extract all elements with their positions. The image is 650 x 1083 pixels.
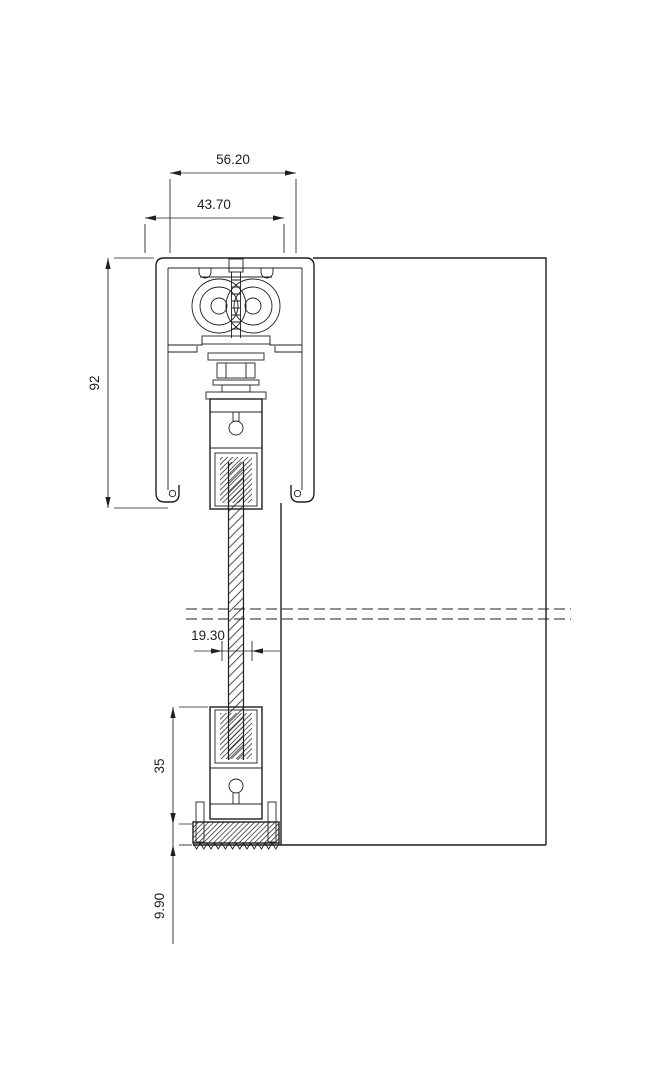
dimension-label-35: 35: [152, 758, 167, 773]
dimension-label-92: 92: [87, 375, 102, 390]
glass-hatch: [228, 462, 244, 760]
bolt-thread-ticks: [231, 279, 241, 330]
bottom-gasket-hatch: [220, 713, 252, 759]
top-screw-channel-slot: [232, 412, 240, 421]
roller-carriage: [191, 258, 281, 338]
screw-bosses: [198, 268, 274, 279]
hanger-plate-lower: [207, 352, 265, 361]
dimension-9-90: 9.90: [152, 813, 192, 944]
arrowhead-left: [211, 648, 222, 654]
arrowhead-left: [170, 170, 181, 176]
right-roller-rim: [233, 286, 273, 326]
extension-lines: [179, 706, 208, 825]
arrowhead-left: [145, 215, 156, 221]
dimension-label-56-20: 56.20: [216, 152, 250, 167]
bottom-clamp-body: [209, 706, 263, 820]
track-outer-shell: [155, 257, 315, 503]
arrowhead-top: [170, 707, 176, 718]
arrowhead-top: [105, 258, 111, 269]
dimension-label-9-90: 9.90: [152, 893, 167, 919]
track-inner-walls: [167, 267, 303, 490]
bottom-screw-channel-slot: [232, 793, 240, 804]
track-left-hook: [168, 489, 177, 498]
arrowhead-bottom: [170, 845, 176, 856]
arrowhead-top: [170, 813, 176, 824]
bottom-screw-channel: [228, 778, 244, 794]
dimension-label-43-70: 43.70: [197, 197, 231, 212]
dimension-43-70: 43.70: [144, 197, 285, 253]
nut-facets: [225, 363, 247, 378]
extension-lines: [144, 224, 285, 253]
spacer: [221, 384, 251, 393]
hanger-plate-upper: [201, 335, 271, 345]
dimension-35: 35: [152, 706, 208, 825]
top-track-profile: [155, 257, 315, 503]
dimension-19-30: 19.30: [191, 628, 280, 661]
anchor-strip-hatch: [193, 822, 279, 843]
bottom-clamp-profile: [209, 706, 263, 820]
floor-guide-profile: [192, 801, 280, 850]
dimension-92: 92: [87, 257, 168, 509]
suspension-bolt-rod: [231, 272, 241, 338]
extension-lines: [221, 641, 253, 661]
bottom-gasket-pocket: [214, 709, 258, 764]
anchor-teeth: [192, 842, 280, 850]
left-roller-rim: [199, 286, 239, 326]
adjustment-nut: [216, 362, 256, 379]
top-screw-channel: [228, 420, 244, 436]
washer: [212, 379, 260, 386]
track-right-hook: [293, 489, 302, 498]
clamp-top-flange: [205, 391, 267, 400]
left-roller-hub: [210, 297, 228, 315]
right-roller-outer: [225, 278, 281, 334]
arrowhead-bottom: [105, 497, 111, 508]
track-bottom-flanges: [168, 339, 302, 353]
wall-outline: [313, 257, 547, 845]
dimension-label-19-30: 19.30: [191, 628, 225, 643]
arrowhead-right: [273, 215, 284, 221]
suspension-bolt-head: [228, 258, 244, 273]
right-roller-hub: [244, 297, 262, 315]
dimension-56-20: 56.20: [169, 152, 297, 253]
left-roller-outer: [191, 278, 247, 334]
extension-lines: [114, 257, 168, 509]
arrowhead-right: [252, 648, 263, 654]
hanger-assembly: [201, 335, 271, 400]
break-lines: [186, 608, 571, 620]
extension-lines: [169, 179, 297, 253]
arrowhead-right: [285, 170, 296, 176]
